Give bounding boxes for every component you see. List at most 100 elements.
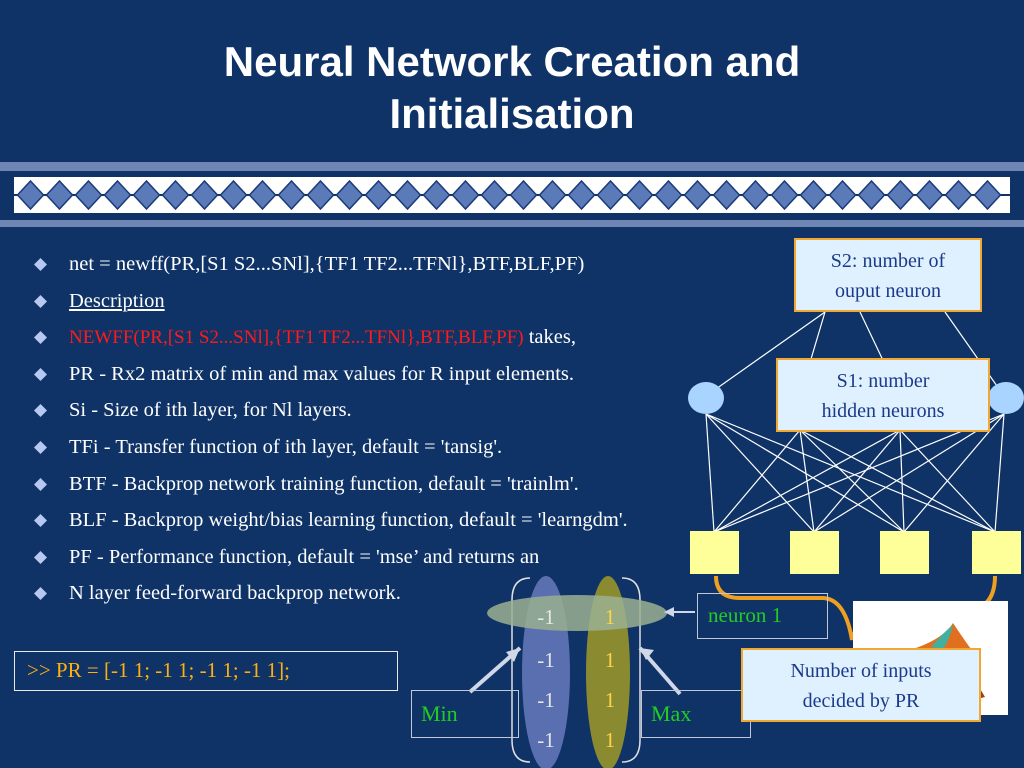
diamond-bullet-icon (34, 550, 47, 564)
bullet-text: BTF - Backprop network training function… (69, 472, 579, 495)
bullet-text: TFi - Transfer function of ith layer, de… (69, 435, 503, 458)
ribbon-diamond (654, 179, 683, 211)
ribbon-diamond (857, 179, 886, 211)
bullet-list: net = newff(PR,[S1 S2...SNl],{TF1 TF2...… (34, 246, 628, 612)
code-line: >> PR = [-1 1; -1 1; -1 1; -1 1]; (27, 658, 291, 682)
input-node (790, 531, 839, 574)
matrix-bracket-left (511, 577, 531, 763)
ribbon-diamond (625, 179, 654, 211)
ribbon-diamond (219, 179, 248, 211)
callout-s2-line2: ouput neuron (834, 280, 942, 302)
min-value: -1 (537, 728, 555, 752)
ribbon-diamond (16, 179, 45, 211)
min-label: Min (421, 701, 458, 726)
min-value: -1 (537, 605, 555, 629)
hidden-neuron (688, 382, 724, 414)
ribbon-diamond (393, 179, 422, 211)
ribbon-diamond (161, 179, 190, 211)
bullet-text: net = newff(PR,[S1 S2...SNl],{TF1 TF2...… (69, 253, 585, 275)
diamond-bullet-icon (34, 258, 47, 271)
bullet-text: N layer feed-forward backprop network. (69, 582, 401, 605)
bullet-text: PF - Performance function, default = 'ms… (69, 545, 540, 568)
bullet-item: BLF - Backprop weight/bias learning func… (34, 502, 628, 539)
matrix-bracket-right (621, 577, 641, 763)
ribbon-diamond (828, 179, 857, 211)
diamond-bullet-icon (34, 477, 47, 491)
callout-s1-line1: S1: number (836, 370, 930, 392)
min-value: -1 (537, 688, 555, 712)
neuron-label-box: neuron 1 (697, 593, 828, 639)
min-label-box: Min (411, 690, 519, 738)
input-bracket-left (714, 575, 854, 641)
ribbon-diamond (886, 179, 915, 211)
max-label-box: Max (641, 690, 751, 738)
ribbon-diamond (596, 179, 625, 211)
callout-s2: S2: number of ouput neuron (794, 238, 982, 312)
bullet-item: PR - Rx2 matrix of min and max values fo… (34, 356, 628, 393)
ribbon-diamond (45, 179, 74, 211)
bullet-text: BLF - Backprop weight/bias learning func… (69, 509, 628, 532)
diamond-bullet-icon (34, 440, 47, 454)
bullet-item: N layer feed-forward backprop network. (34, 575, 628, 612)
hidden-neuron (988, 382, 1024, 414)
neuron-row-highlight (487, 595, 667, 631)
callout-inputs: Number of inputs decided by PR (741, 648, 981, 722)
diamond-bullet-icon (34, 514, 47, 528)
bullet-item: PF - Performance function, default = 'ms… (34, 539, 628, 576)
ribbon-diamond (103, 179, 132, 211)
callout-inputs-line2: decided by PR (802, 690, 920, 712)
bullet-item: Description (34, 283, 628, 320)
callout-s2-line1: S2: number of (830, 250, 946, 272)
ribbon-diamond (248, 179, 277, 211)
max-value: 1 (604, 605, 616, 629)
bullet-item: net = newff(PR,[S1 S2...SNl],{TF1 TF2...… (34, 246, 628, 283)
diamond-bullet-icon (34, 367, 47, 381)
bullet-text: PR - Rx2 matrix of min and max values fo… (69, 362, 575, 385)
diamond-bullet-icon (34, 331, 47, 345)
ribbon-diamond (915, 179, 944, 211)
bullet-item: TFi - Transfer function of ith layer, de… (34, 429, 628, 466)
bullet-text: Si - Size of ith layer, for Nl layers. (69, 399, 352, 422)
bullet-item: Si - Size of ith layer, for Nl layers. (34, 392, 628, 429)
bullet-item: BTF - Backprop network training function… (34, 466, 628, 503)
ribbon-diamond (770, 179, 799, 211)
slide-title: Neural Network Creation and Initialisati… (0, 36, 1024, 140)
ribbon-diamond (335, 179, 364, 211)
bullet-text: takes, (523, 326, 576, 349)
ribbon-diamond (480, 179, 509, 211)
diamond-ribbon (14, 177, 1010, 213)
ribbon-diamond (509, 179, 538, 211)
ribbon-diamond (567, 179, 596, 211)
description-link[interactable]: Description (69, 289, 165, 312)
max-value: 1 (604, 648, 616, 672)
input-node (690, 531, 739, 574)
ribbon-diamond (538, 179, 567, 211)
ribbon-diamond (422, 179, 451, 211)
diamond-bullet-icon (34, 294, 47, 308)
max-label: Max (651, 701, 692, 726)
ribbon-diamond (132, 179, 161, 211)
ribbon-diamond (306, 179, 335, 211)
title-line-1: Neural Network Creation and (223, 38, 801, 85)
callout-s1-line2: hidden neurons (821, 400, 945, 422)
ribbon-diamond (944, 179, 973, 211)
ribbon-diamond (683, 179, 712, 211)
divider-top (0, 162, 1024, 171)
max-value: 1 (604, 728, 616, 752)
input-node (880, 531, 929, 574)
ribbon-diamond (451, 179, 480, 211)
diamond-bullet-icon (34, 587, 47, 601)
ribbon-diamond (364, 179, 393, 211)
newff-signature: NEWFF(PR,[S1 S2...SNl],{TF1 TF2...TFNl},… (69, 327, 524, 349)
ribbon-diamond (799, 179, 828, 211)
code-box: >> PR = [-1 1; -1 1; -1 1; -1 1]; (14, 651, 398, 691)
connection-lines (705, 311, 1005, 533)
bullet-item: NEWFF(PR,[S1 S2...SNl],{TF1 TF2...TFNl},… (34, 319, 628, 356)
ribbon-diamond (190, 179, 219, 211)
title-line-2: Initialisation (389, 90, 635, 137)
ribbon-diamond (973, 179, 1002, 211)
callout-s1: S1: number hidden neurons (776, 358, 990, 432)
input-node (972, 531, 1021, 574)
